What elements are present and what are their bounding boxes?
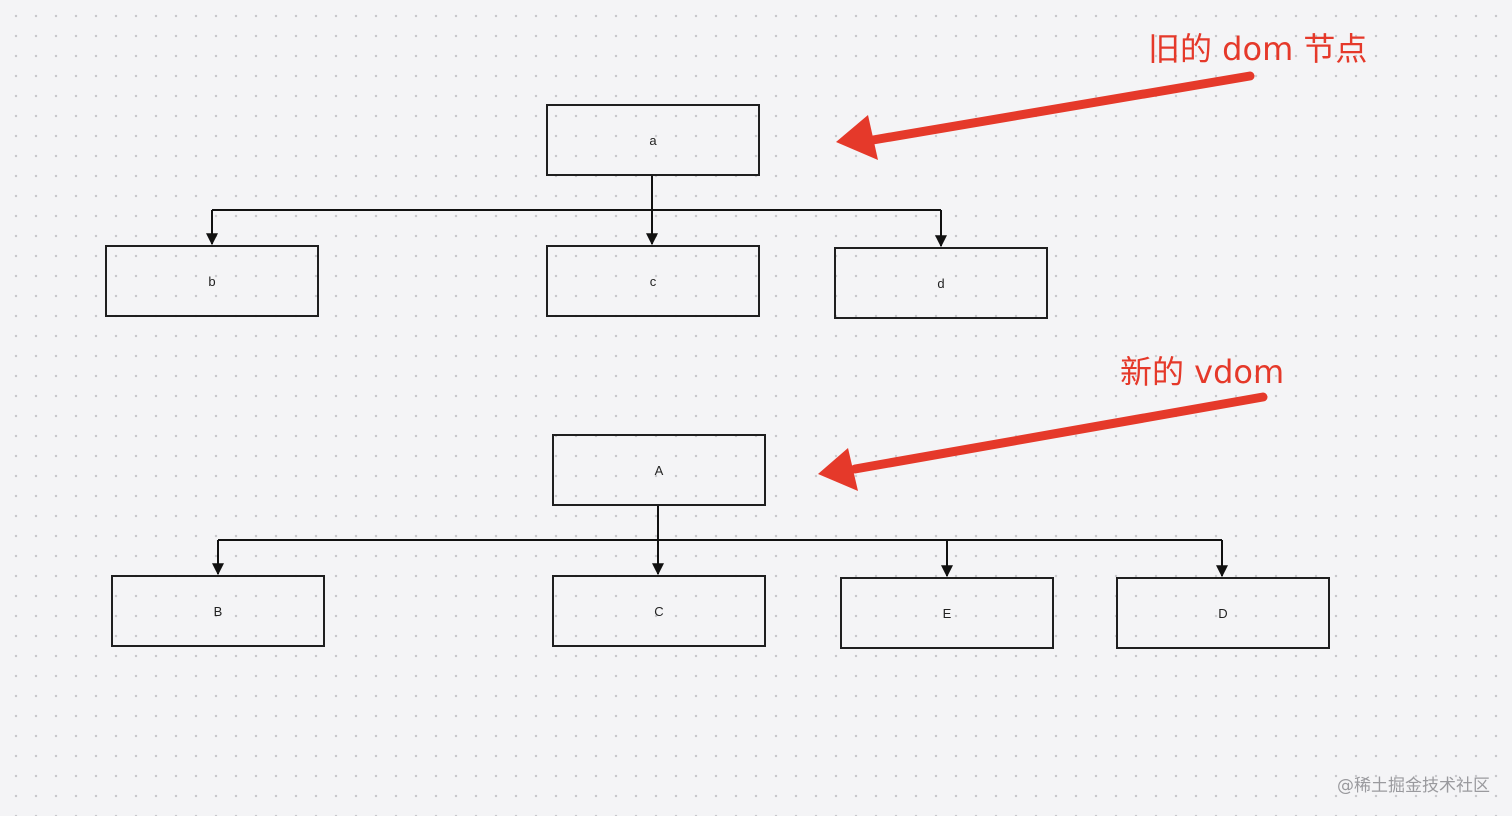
old-child-label: c [649,273,657,289]
old-child-node-b[interactable]: b [105,245,319,317]
old-dom-annotation: 旧的 dom 节点 [1148,30,1368,68]
old-child-node-d[interactable]: d [834,247,1048,319]
new-child-label: C [654,603,664,619]
old-annotation-arrow [836,71,1255,160]
old-child-label: b [208,273,216,289]
new-child-node-C[interactable]: C [552,575,766,647]
new-child-node-D[interactable]: D [1116,577,1330,649]
new-tree-connectors [212,505,1228,578]
new-vdom-annotation: 新的 vdom [1120,353,1285,391]
old-tree-connectors [206,175,947,248]
new-child-label: B [213,603,223,619]
new-annotation-arrow [818,392,1268,491]
new-child-node-E[interactable]: E [840,577,1054,649]
old-child-node-c[interactable]: c [546,245,760,317]
old-child-label: d [937,275,945,291]
new-root-node[interactable]: A [552,434,766,506]
new-child-label: E [942,605,952,621]
new-child-label: D [1218,605,1228,621]
new-child-node-B[interactable]: B [111,575,325,647]
new-root-label: A [654,462,664,478]
old-root-label: a [649,132,657,148]
old-root-node[interactable]: a [546,104,760,176]
watermark-text: @稀土掘金技术社区 [1337,776,1490,796]
